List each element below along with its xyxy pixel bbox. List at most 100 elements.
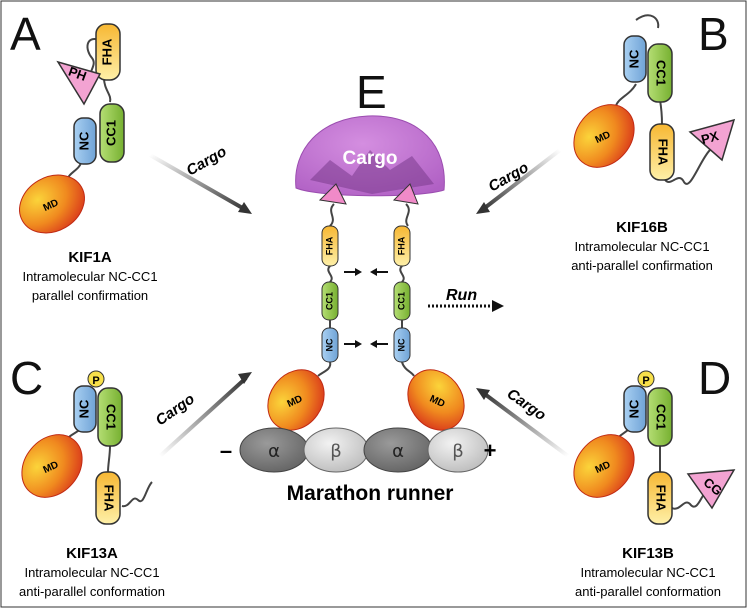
- cc1-label: CC1: [324, 292, 334, 310]
- tubulin-alpha-label: α: [268, 441, 280, 462]
- fha-domain: [95, 23, 121, 81]
- cg-domain: [686, 469, 736, 510]
- px-label: PX: [700, 128, 721, 147]
- panel-b-desc2: anti-parallel confirmation: [571, 258, 713, 273]
- tubulin-alpha-label: α: [392, 441, 404, 462]
- stalk-right: [399, 265, 405, 283]
- cc1-domain: [647, 387, 673, 447]
- marathon-runner-title: Marathon runner: [287, 482, 454, 505]
- px-domain: [688, 118, 736, 162]
- linker: [107, 445, 111, 473]
- plus-end: +: [484, 438, 497, 463]
- fha-domain: [95, 471, 121, 525]
- cc1-label: CC1: [104, 404, 119, 430]
- panel-e: E Cargo FHA CC1 NC FHA CC1 NC: [220, 66, 504, 505]
- panel-d: D P NC CC1 FHA CG MD KIF13B Intramolecul…: [573, 352, 736, 599]
- nc-domain: [623, 35, 647, 83]
- motor-domain-left: [267, 369, 325, 431]
- stalk-right: [405, 203, 410, 227]
- nc-label: NC: [626, 49, 641, 68]
- fha-label: FHA: [324, 236, 334, 255]
- linker: [663, 149, 711, 185]
- fha-domain: [647, 471, 673, 525]
- panel-c-desc1: Intramolecular NC-CC1: [24, 565, 159, 580]
- fha-label: FHA: [99, 38, 114, 65]
- motor-domain: [21, 434, 83, 498]
- panel-b-name: KIF16B: [616, 219, 668, 236]
- p-site: [637, 370, 655, 388]
- cc1-label: CC1: [103, 120, 118, 146]
- linker: [671, 493, 705, 510]
- panel-c-name: KIF13A: [66, 545, 118, 562]
- cargo-arrow-a: [149, 153, 247, 212]
- fha-domain: [649, 123, 675, 181]
- arrowhead: [238, 372, 252, 384]
- nc-label: NC: [626, 399, 641, 418]
- stalk-left: [329, 203, 335, 227]
- motor-domain: [19, 174, 85, 234]
- panel-b: B NC CC1 FHA PX MD KIF16B Intramolecular…: [571, 8, 736, 273]
- ph-domain: [56, 60, 102, 106]
- panel-c-desc2: anti-parallel conformation: [19, 584, 165, 599]
- cc1-domain: [97, 387, 123, 447]
- panel-a-desc1: Intramolecular NC-CC1: [22, 269, 157, 284]
- panel-a-name: KIF1A: [68, 249, 112, 266]
- p-label: P: [92, 375, 99, 387]
- panel-c-letter: C: [10, 352, 43, 404]
- nc-label: NC: [396, 338, 406, 351]
- arrowhead: [476, 388, 490, 400]
- panel-b-desc1: Intramolecular NC-CC1: [574, 239, 709, 254]
- minus-end: –: [220, 438, 232, 463]
- nc-label: NC: [76, 399, 91, 418]
- fha-label: FHA: [656, 139, 671, 166]
- arrowhead: [476, 202, 490, 214]
- cargo-label-d: Cargo: [504, 385, 549, 424]
- cc1-label: CC1: [654, 404, 669, 430]
- nc-label: NC: [76, 131, 91, 150]
- cc1-domain: [647, 43, 673, 103]
- cc1-domain: [99, 103, 125, 163]
- p-site: [87, 370, 105, 388]
- panel-a: A FHA PH NC CC1 MD KIF1A Intramolecular …: [10, 8, 158, 303]
- cargo-arrow-c: [158, 376, 248, 458]
- panel-a-letter: A: [10, 8, 41, 60]
- motor-domain: [573, 434, 635, 498]
- tubulin-beta-label: β: [330, 441, 342, 462]
- adaptor-left: [318, 183, 347, 205]
- cargo-label-a: Cargo: [184, 143, 230, 179]
- interaction-arrows-bottom: [344, 340, 388, 348]
- cc1-label: CC1: [654, 60, 669, 86]
- panel-d-name: KIF13B: [622, 545, 674, 562]
- run-arrowhead: [492, 300, 504, 312]
- panel-d-desc2: anti-parallel conformation: [575, 584, 721, 599]
- cargo-label-c: Cargo: [153, 390, 198, 429]
- run-label: Run: [446, 287, 477, 304]
- cc1-label: CC1: [396, 292, 406, 310]
- linker: [635, 14, 660, 29]
- nc-domain: [73, 117, 97, 165]
- fha-label: FHA: [654, 485, 669, 512]
- panel-e-letter: E: [356, 66, 387, 118]
- panel-a-desc2: parallel confirmation: [32, 288, 148, 303]
- nc-domain: [623, 385, 647, 433]
- adaptor-right: [392, 183, 419, 205]
- cargo-shade: [310, 150, 434, 194]
- panel-b-letter: B: [698, 8, 729, 60]
- panel-d-letter: D: [698, 352, 731, 404]
- interaction-arrows-top: [344, 268, 388, 276]
- tubulin-beta: [427, 427, 489, 473]
- cargo-arrow-d: [480, 390, 570, 458]
- stalk-right: [401, 361, 415, 377]
- linker: [615, 83, 637, 107]
- linker: [121, 481, 153, 508]
- stalk-left: [317, 361, 332, 377]
- panel-c: C P NC CC1 FHA MD KIF13A Intramolecular …: [10, 352, 165, 599]
- nc-label: NC: [324, 338, 334, 351]
- nc-domain: [73, 385, 97, 433]
- motor-domain-right: [407, 369, 465, 431]
- fha-label: FHA: [396, 236, 406, 255]
- fha-label: FHA: [102, 485, 117, 512]
- cargo-label: Cargo: [343, 148, 398, 169]
